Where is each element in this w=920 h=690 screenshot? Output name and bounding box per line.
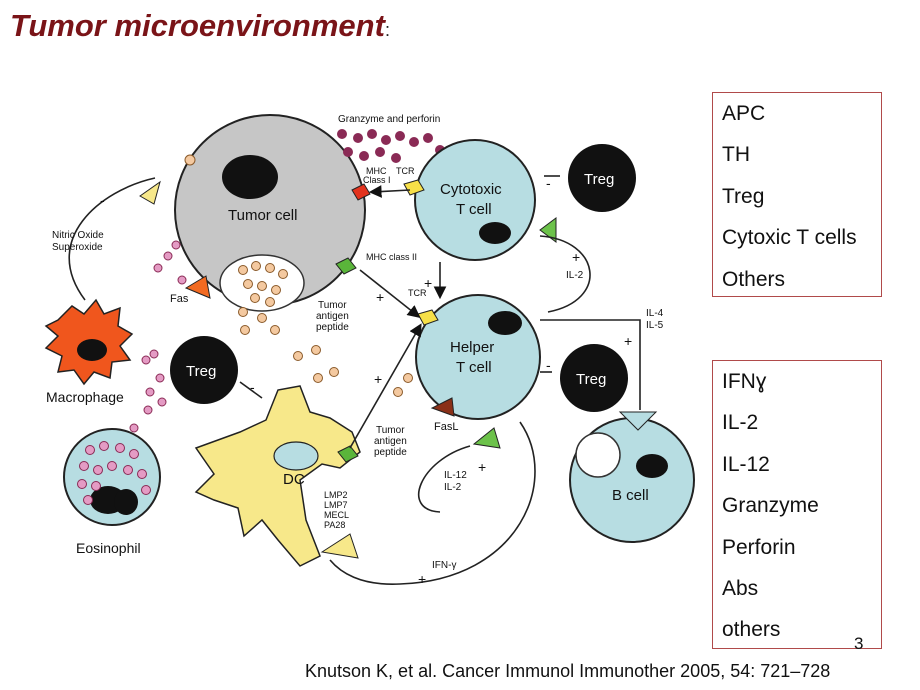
- factors-legend: IFNɣ IL-2 IL-12 Granzyme Perforin Abs ot…: [712, 360, 882, 649]
- legend-item: Treg: [722, 184, 765, 208]
- legend-item: Abs: [722, 576, 759, 600]
- ifn-gamma-arrowhead: [320, 533, 359, 559]
- svg-text:antigen: antigen: [374, 436, 407, 447]
- svg-text:DC: DC: [283, 471, 305, 488]
- svg-text:+: +: [418, 571, 426, 587]
- legend-item: TH: [722, 143, 750, 167]
- svg-text:+: +: [478, 459, 486, 475]
- svg-text:+: +: [374, 371, 382, 387]
- il4-il5-arrowhead: [618, 411, 658, 431]
- legend-item: Cytoxic T cells: [722, 226, 857, 250]
- diagram-labels: Nitric Oxide Superoxide Tumor antigen pe…: [52, 230, 664, 571]
- svg-text:Cytotoxic: Cytotoxic: [440, 181, 502, 198]
- svg-text:Tumor cell: Tumor cell: [228, 207, 297, 224]
- legend-item: IL-12: [722, 452, 770, 476]
- macrophage: Macrophage: [44, 298, 134, 405]
- eosinophil: Eosinophil: [63, 428, 161, 556]
- svg-text:Fas: Fas: [170, 293, 189, 305]
- legend-item: APC: [722, 102, 766, 125]
- helper-t-cell: Helper T cell: [415, 294, 541, 420]
- svg-text:MHC: MHC: [366, 166, 387, 176]
- svg-text:-: -: [546, 175, 551, 191]
- granzyme-perforin-label: Granzyme and perforin: [338, 114, 440, 125]
- interaction-lines: [68, 175, 641, 585]
- svg-text:Macrophage: Macrophage: [46, 389, 124, 405]
- svg-text:Treg: Treg: [584, 171, 614, 188]
- citation: Knutson K, et al. Cancer Immunol Immunot…: [305, 661, 831, 681]
- b-cell: B cell: [569, 417, 695, 543]
- cell-types-legend: APC TH Treg Cytoxic T cells Others: [712, 92, 882, 297]
- svg-text:MHC class II: MHC class II: [366, 252, 417, 262]
- svg-text:PA28: PA28: [324, 520, 345, 530]
- legend-item: Granzyme: [722, 494, 819, 518]
- svg-text:+: +: [572, 249, 580, 265]
- il12-arrowhead: [472, 427, 501, 449]
- svg-text:IL-2: IL-2: [444, 482, 462, 493]
- svg-text:Treg: Treg: [186, 363, 216, 380]
- svg-text:-: -: [100, 192, 105, 208]
- svg-text:Superoxide: Superoxide: [52, 242, 103, 253]
- svg-text:IL-4: IL-4: [646, 308, 664, 319]
- svg-text:IL-12: IL-12: [444, 470, 467, 481]
- tcr-receptor-cytotoxic: TCR: [396, 166, 425, 196]
- svg-text:LMP2: LMP2: [324, 490, 348, 500]
- svg-text:Tumor: Tumor: [318, 300, 347, 311]
- il2-feedback-arrowhead: [539, 217, 557, 243]
- svg-text:IFN-γ: IFN-γ: [432, 560, 456, 571]
- svg-text:antigen: antigen: [316, 311, 349, 322]
- svg-text:FasL: FasL: [434, 421, 458, 433]
- svg-text:Eosinophil: Eosinophil: [76, 540, 141, 556]
- svg-text:T cell: T cell: [456, 359, 492, 376]
- fasl-ligand: FasL: [430, 397, 458, 433]
- dc-mhc-receptor: [337, 445, 359, 463]
- svg-text:Treg: Treg: [576, 371, 606, 388]
- treg-cell-right: Treg: [560, 344, 628, 412]
- svg-text:+: +: [424, 275, 432, 291]
- plus-minus-signs: + + + + + + + - - - -: [100, 175, 632, 587]
- cytotoxic-t-cell: Cytotoxic T cell: [414, 139, 536, 261]
- svg-text:+: +: [376, 289, 384, 305]
- svg-text:peptide: peptide: [374, 447, 407, 458]
- macrophage-arrowhead: [139, 180, 161, 205]
- svg-text:Nitric Oxide: Nitric Oxide: [52, 230, 104, 241]
- svg-text:Tumor: Tumor: [376, 425, 405, 436]
- legend-item: Others: [722, 267, 786, 291]
- svg-text:B cell: B cell: [612, 487, 649, 504]
- legend-item: others: [722, 618, 781, 642]
- legend-item: IFNɣ: [722, 370, 767, 393]
- tcr-receptor-helper: TCR: [408, 288, 439, 326]
- svg-text:+: +: [624, 333, 632, 349]
- svg-text:-: -: [250, 379, 255, 395]
- slide-title: Tumor microenvironment:: [10, 8, 390, 43]
- fas-receptor: Fas: [170, 275, 211, 305]
- svg-text:Helper: Helper: [450, 339, 494, 356]
- dendritic-cell: DC: [194, 385, 361, 567]
- svg-text:IL-5: IL-5: [646, 320, 664, 331]
- svg-text:Class I: Class I: [363, 175, 391, 185]
- page-number: 3: [854, 634, 864, 653]
- treg-cell-middle: Treg: [170, 336, 238, 404]
- mhc-class-ii-receptor: MHC class II: [335, 252, 417, 275]
- legend-item: IL-2: [722, 411, 759, 435]
- legend-item: Perforin: [722, 535, 796, 559]
- antigen-dots: [184, 154, 413, 397]
- svg-text:peptide: peptide: [316, 322, 349, 333]
- svg-text:-: -: [546, 357, 551, 373]
- svg-text:LMP7: LMP7: [324, 500, 348, 510]
- svg-text:TCR: TCR: [396, 166, 415, 176]
- svg-text:MECL: MECL: [324, 510, 349, 520]
- svg-text:T cell: T cell: [456, 201, 492, 218]
- svg-text:IL-2: IL-2: [566, 270, 584, 281]
- svg-text:TCR: TCR: [408, 288, 427, 298]
- treg-cell-top: Treg: [568, 144, 636, 212]
- macrophage-eosinophil-dots: [129, 240, 187, 433]
